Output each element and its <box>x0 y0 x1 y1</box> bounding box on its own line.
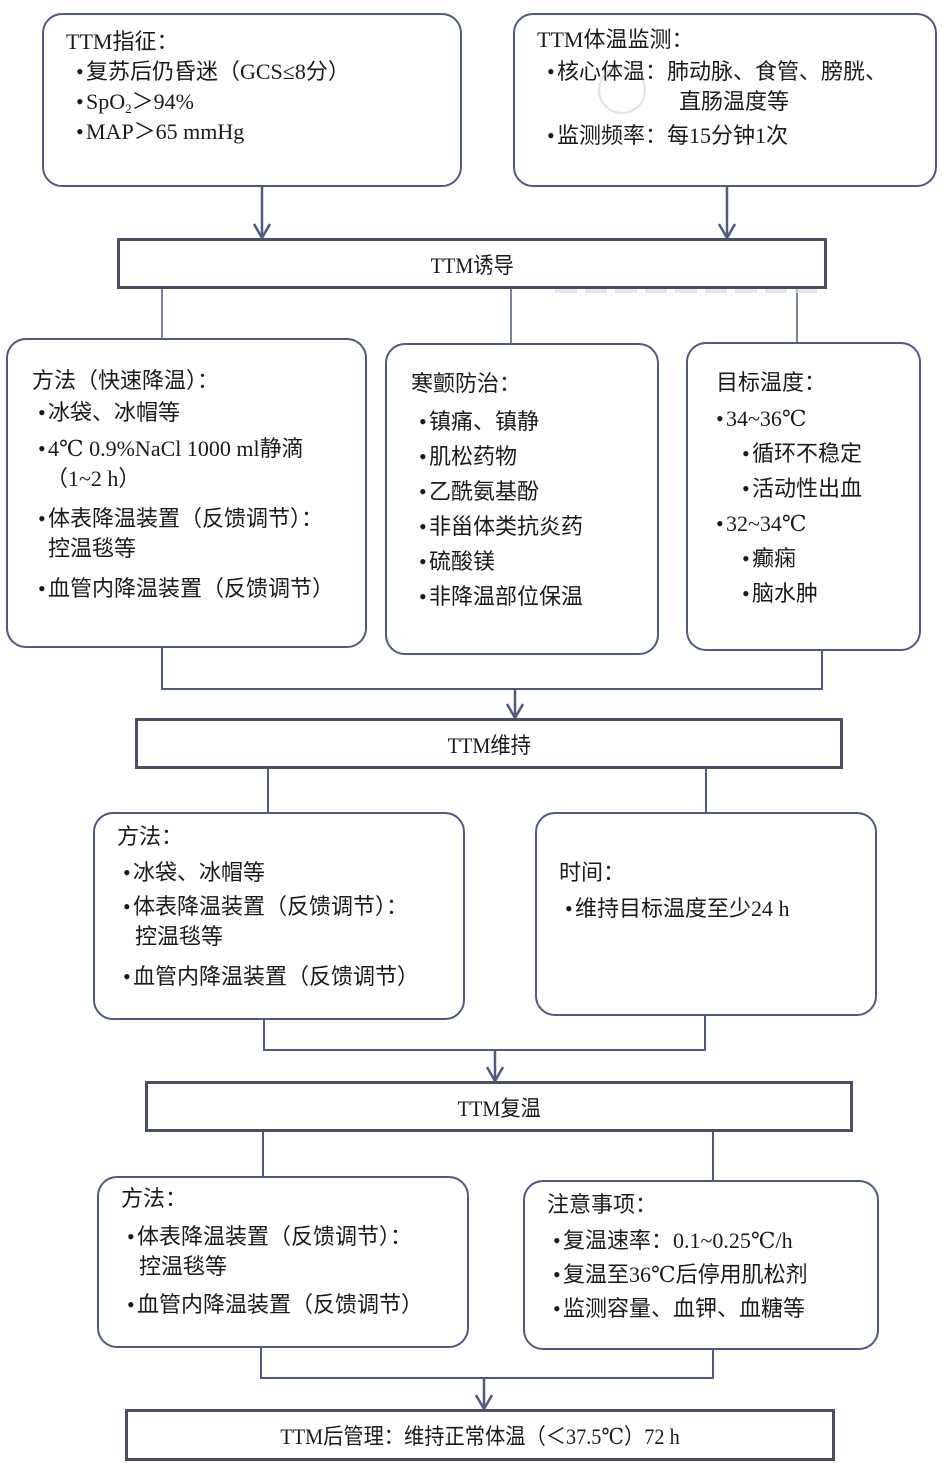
target-indication: •循环不稳定 <box>716 439 919 469</box>
bullet-icon: • <box>419 549 427 574</box>
bullet-icon: • <box>76 89 84 114</box>
maintenance-stage-box: TTM维持 <box>135 718 843 769</box>
rewarming-stage-box: TTM复温 <box>145 1081 853 1132</box>
method-item: •4℃ 0.9%NaCl 1000 ml静滴 <box>32 434 365 464</box>
rewarming-methods-box: 方法： •体表降温装置（反馈调节）： 控温毯等 •血管内降温装置（反馈调节） <box>97 1176 469 1348</box>
bullet-icon: • <box>547 123 555 148</box>
shivering-title: 寒颤防治： <box>411 371 522 396</box>
target-indication: •活动性出血 <box>716 474 919 504</box>
maintenance-label: TTM维持 <box>447 732 531 758</box>
bullet-icon: • <box>565 896 573 921</box>
bullet-icon: • <box>553 1262 561 1287</box>
indication-item: •复苏后仍昏迷（GCS≤8分） <box>66 57 460 87</box>
rewarming-notes-box: 注意事项： •复温速率：0.1~0.25℃/h •复温至36℃后停用肌松剂 •监… <box>523 1180 879 1350</box>
bullet-icon: • <box>38 506 46 531</box>
target-indication: •癫痫 <box>716 544 919 574</box>
induction-methods-box: 方法（快速降温）： •冰袋、冰帽等 •4℃ 0.9%NaCl 1000 ml静滴… <box>6 338 367 648</box>
rewarming-label: TTM复温 <box>457 1095 541 1121</box>
monitoring-item: •核心体温：肺动脉、食管、膀胱、 <box>537 57 935 87</box>
note-item: •复温至36℃后停用肌松剂 <box>547 1260 877 1290</box>
bullet-icon: • <box>127 1292 135 1317</box>
method-item-cont: 控温毯等 <box>48 536 137 561</box>
maintenance-methods-box: 方法： •冰袋、冰帽等 •体表降温装置（反馈调节）： 控温毯等 •血管内降温装置… <box>93 812 465 1020</box>
bullet-icon: • <box>419 479 427 504</box>
method-item-cont: 控温毯等 <box>139 1254 228 1279</box>
bullet-icon: • <box>38 400 46 425</box>
bracket-rewarming-to-post <box>260 1348 714 1379</box>
bullet-icon: • <box>123 894 131 919</box>
method-item: •血管内降温装置（反馈调节） <box>117 962 463 992</box>
bullet-icon: • <box>76 119 84 144</box>
maintenance-methods-title: 方法： <box>117 824 184 849</box>
bullet-icon: • <box>742 581 750 606</box>
induction-label: TTM诱导 <box>430 252 514 278</box>
note-item: •复温速率：0.1~0.25℃/h <box>547 1226 877 1256</box>
method-item-cont: （1~2 h） <box>46 466 141 491</box>
method-item: •体表降温装置（反馈调节）： <box>32 504 365 534</box>
post-ttm-label: TTM后管理：维持正常体温（＜37.5℃）72 h <box>280 1424 680 1449</box>
shivering-box: 寒颤防治： •镇痛、镇静 •肌松药物 •乙酰氨基酚 •非甾体类抗炎药 •硫酸镁 •非降温部… <box>385 343 659 655</box>
maintenance-time-box: 时间： •维持目标温度至少24 h <box>535 812 877 1016</box>
bracket-maintenance-to-rewarming <box>263 1016 706 1051</box>
bullet-icon: • <box>38 576 46 601</box>
bracket-induction-to-maintenance <box>161 648 823 690</box>
shivering-item: •镇痛、镇静 <box>411 407 657 437</box>
monitoring-item-cont: 直肠温度等 <box>679 89 790 114</box>
scan-artifact <box>555 289 825 293</box>
time-item: •维持目标温度至少24 h <box>559 894 875 924</box>
method-item-cont: 控温毯等 <box>135 924 224 949</box>
shivering-list: •镇痛、镇静 •肌松药物 •乙酰氨基酚 •非甾体类抗炎药 •硫酸镁 •非降温部位保温 <box>411 407 657 612</box>
monitoring-box: TTM体温监测： •核心体温：肺动脉、食管、膀胱、 直肠温度等 •监测频率：每1… <box>513 13 937 187</box>
target-title: 目标温度： <box>716 370 827 395</box>
note-item: •监测容量、血钾、血糖等 <box>547 1294 877 1324</box>
shivering-item: •乙酰氨基酚 <box>411 477 657 507</box>
bullet-icon: • <box>127 1224 135 1249</box>
bullet-icon: • <box>742 441 750 466</box>
shivering-item: •肌松药物 <box>411 442 657 472</box>
bullet-icon: • <box>123 860 131 885</box>
bullet-icon: • <box>419 584 427 609</box>
bullet-icon: • <box>716 511 724 536</box>
target-indication: •脑水肿 <box>716 579 919 609</box>
shivering-item: •非降温部位保温 <box>411 582 657 612</box>
shivering-item: •非甾体类抗炎药 <box>411 512 657 542</box>
monitoring-item: •监测频率：每15分钟1次 <box>537 121 935 151</box>
induction-methods-title: 方法（快速降温）： <box>32 368 220 393</box>
bullet-icon: • <box>742 546 750 571</box>
bullet-icon: • <box>716 406 724 431</box>
bullet-icon: • <box>123 964 131 989</box>
method-item: •血管内降温装置（反馈调节） <box>32 574 365 604</box>
method-item: •体表降温装置（反馈调节）： <box>121 1222 467 1252</box>
bullet-icon: • <box>547 59 555 84</box>
indication-item: •MAP＞65 mmHg <box>66 117 460 147</box>
method-item: •冰袋、冰帽等 <box>32 398 365 428</box>
indication-item: •SpO2＞94% <box>76 89 194 116</box>
bullet-icon: • <box>419 444 427 469</box>
bullet-icon: • <box>742 476 750 501</box>
shivering-item: •硫酸镁 <box>411 547 657 577</box>
bullet-icon: • <box>553 1296 561 1321</box>
bullet-icon: • <box>419 409 427 434</box>
maintenance-time-title: 时间： <box>559 860 626 885</box>
target-temperature-box: 目标温度： •34~36℃ •循环不稳定 •活动性出血 •32~34℃ •癫痫 … <box>686 342 921 651</box>
induction-stage-box: TTM诱导 <box>117 238 827 289</box>
bullet-icon: • <box>38 436 46 461</box>
indications-box: TTM指征： •复苏后仍昏迷（GCS≤8分） •SpO2＞94% •MAP＞65… <box>42 13 462 187</box>
post-ttm-box: TTM后管理：维持正常体温（＜37.5℃）72 h <box>125 1409 835 1461</box>
bullet-icon: • <box>553 1228 561 1253</box>
method-item: •体表降温装置（反馈调节）： <box>117 892 463 922</box>
target-range: •32~34℃ <box>716 509 919 539</box>
monitoring-title: TTM体温监测： <box>537 27 694 52</box>
rewarming-methods-title: 方法： <box>121 1186 188 1211</box>
bullet-icon: • <box>76 59 84 84</box>
target-range: •34~36℃ <box>716 404 919 434</box>
rewarming-notes-title: 注意事项： <box>547 1192 658 1217</box>
bullet-icon: • <box>419 514 427 539</box>
method-item: •冰袋、冰帽等 <box>117 858 463 888</box>
method-item: •血管内降温装置（反馈调节） <box>121 1290 467 1320</box>
indications-title: TTM指征： <box>66 29 179 54</box>
